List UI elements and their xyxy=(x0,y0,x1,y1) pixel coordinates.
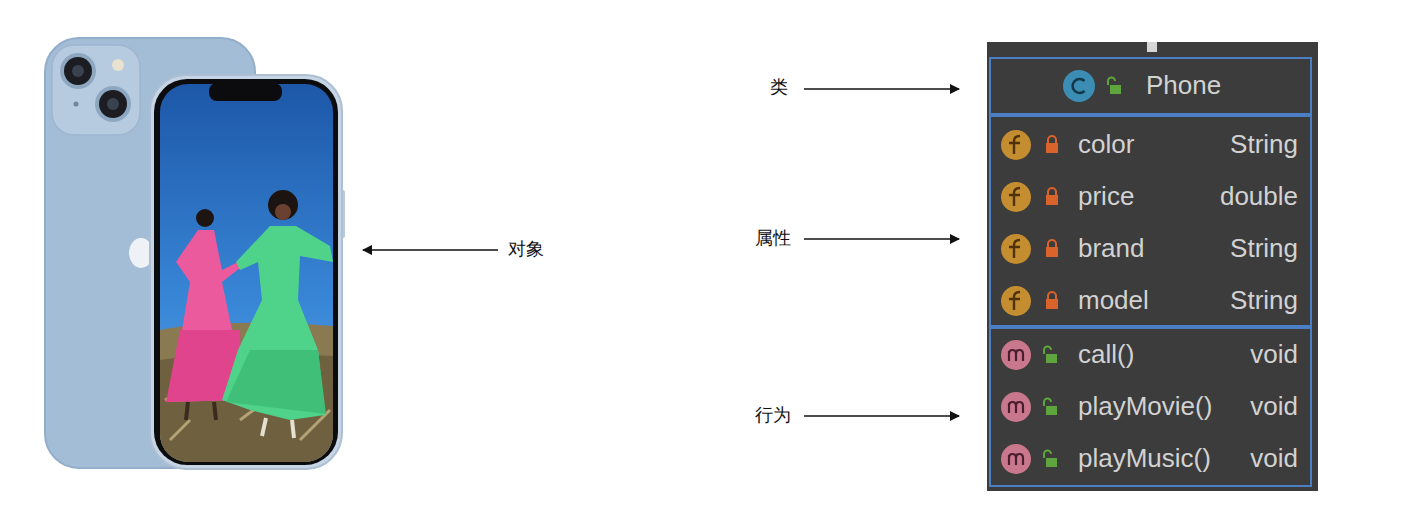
class-header: Phone xyxy=(989,57,1312,115)
annotation-label: 类 xyxy=(770,77,788,99)
class-name: Phone xyxy=(1146,70,1221,101)
return-type: void xyxy=(1250,443,1298,474)
method-name: call() xyxy=(1078,339,1134,370)
annotation-label: 属性 xyxy=(755,228,791,250)
field-name: model xyxy=(1078,285,1149,316)
field-section: colorStringpricedoublebrandStringmodelSt… xyxy=(989,115,1312,327)
class-panel xyxy=(987,42,1318,491)
return-type: void xyxy=(1250,391,1298,422)
phone-front xyxy=(150,75,345,469)
field-type: String xyxy=(1230,129,1298,160)
field-type: String xyxy=(1230,233,1298,264)
method-section: call() void playMovie() void playMusic() void xyxy=(989,327,1312,487)
method-name: playMovie() xyxy=(1078,391,1212,422)
field-name: price xyxy=(1078,181,1134,212)
field-type: String xyxy=(1230,285,1298,316)
leader-arrows xyxy=(363,89,959,416)
field-type: double xyxy=(1220,181,1298,212)
method-name: playMusic() xyxy=(1078,443,1211,474)
annotation-label: 行为 xyxy=(755,405,791,427)
field-icon xyxy=(1001,234,1058,264)
field-name: color xyxy=(1078,129,1134,160)
annotation-label: 对象 xyxy=(508,239,544,261)
method-icon xyxy=(1001,444,1057,474)
method-icon xyxy=(1001,340,1057,370)
field-name: brand xyxy=(1078,233,1145,264)
field-icon xyxy=(1001,130,1058,160)
field-icon xyxy=(1001,182,1058,212)
method-icon xyxy=(1001,392,1057,422)
return-type: void xyxy=(1250,339,1298,370)
field-icon xyxy=(1001,286,1058,316)
